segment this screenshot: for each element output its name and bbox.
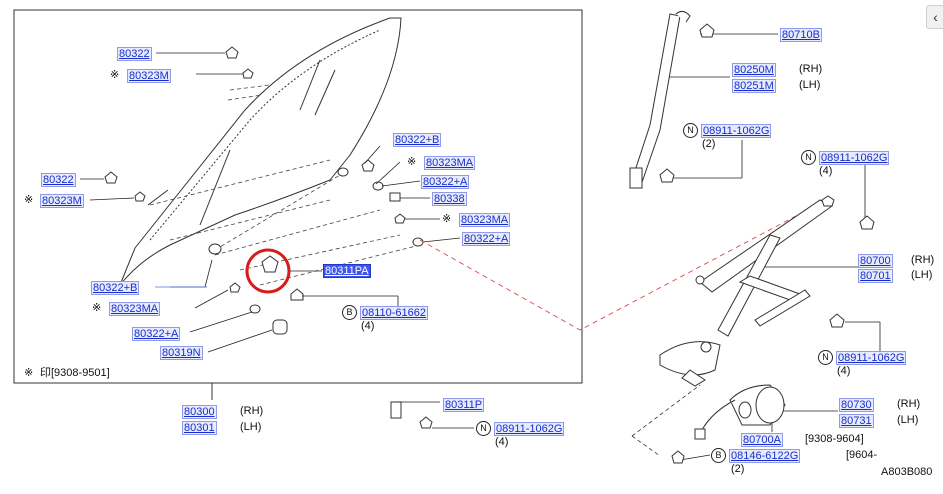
part-80322a-right[interactable]: 80322+A <box>421 175 470 189</box>
bolt-b-icon: B <box>711 448 726 463</box>
assembly-guidelines <box>149 84 421 286</box>
side-rh-label: (RH) <box>799 63 823 75</box>
star-marker: ※ <box>407 156 417 168</box>
connector-dashed-red <box>419 197 831 331</box>
nut-n-icon: N <box>476 421 491 436</box>
star-marker: ※ <box>24 194 34 206</box>
glass-run-channel <box>629 10 715 189</box>
part-80701[interactable]: 80701 <box>858 269 893 283</box>
side-rh-label: (RH) <box>240 405 264 417</box>
quantity-label: (4) <box>495 436 509 448</box>
part-80322-top[interactable]: 80322 <box>117 47 152 61</box>
clip-parts <box>104 46 433 429</box>
part-80300[interactable]: 80300 <box>182 405 217 419</box>
part-80323m-left[interactable]: 80323M <box>40 194 84 208</box>
star-marker: ※ <box>442 213 452 225</box>
part-08110-61662[interactable]: 08110-61662 <box>360 306 429 320</box>
part-08911-1062g-bottom[interactable]: 08911-1062G <box>494 422 565 436</box>
date-code-note: 印[9308-9501] <box>40 367 110 379</box>
side-lh-label: (LH) <box>897 414 919 426</box>
date-range-label: [9604- <box>846 449 878 461</box>
star-marker: ※ <box>24 367 34 379</box>
bolt-b-icon: B <box>342 305 357 320</box>
part-80322-left[interactable]: 80322 <box>41 173 76 187</box>
part-80250m[interactable]: 80250M <box>732 63 776 77</box>
star-marker: ※ <box>110 69 120 81</box>
quantity-label: (4) <box>819 165 833 177</box>
diagram-id: A803B080 <box>881 466 933 478</box>
part-08911-1062g-b[interactable]: 08911-1062G <box>819 151 890 165</box>
part-08911-1062g-c[interactable]: 08911-1062G <box>836 351 907 365</box>
part-80319n[interactable]: 80319N <box>160 346 203 360</box>
nut-n-icon: N <box>683 123 698 138</box>
part-80322a-bottom[interactable]: 80322+A <box>132 327 181 341</box>
part-80731[interactable]: 80731 <box>839 414 874 428</box>
nut-n-icon: N <box>818 350 833 365</box>
part-80338[interactable]: 80338 <box>432 192 467 206</box>
part-80301[interactable]: 80301 <box>182 421 217 435</box>
nut-n-icon: N <box>801 150 816 165</box>
side-lh-label: (LH) <box>240 421 262 433</box>
part-80311p[interactable]: 80311P <box>443 398 485 412</box>
date-range-label: [9308-9604] <box>805 433 864 445</box>
quantity-label: (4) <box>837 365 851 377</box>
quantity-label: (2) <box>731 463 745 475</box>
part-08911-1062g-a[interactable]: 08911-1062G <box>701 124 772 138</box>
part-80322a-right2[interactable]: 80322+A <box>462 232 511 246</box>
part-80322b-bottom[interactable]: 80322+B <box>91 281 140 295</box>
window-glass-frame <box>13 9 583 384</box>
part-80323ma-bottom[interactable]: 80323MA <box>109 302 161 316</box>
back-arrow-icon[interactable]: ‹ <box>926 5 943 29</box>
part-80323ma-right2[interactable]: 80323MA <box>459 213 511 227</box>
part-80700[interactable]: 80700 <box>858 254 893 268</box>
part-80700a[interactable]: 80700A <box>741 433 783 447</box>
window-regulator <box>659 195 875 387</box>
part-08146-6122g[interactable]: 08146-6122G <box>729 449 801 463</box>
part-80730[interactable]: 80730 <box>839 398 874 412</box>
quantity-label: (4) <box>361 320 375 332</box>
part-80323ma-right[interactable]: 80323MA <box>424 156 476 170</box>
side-lh-label: (LH) <box>799 79 821 91</box>
star-marker: ※ <box>92 302 102 314</box>
part-80311pa[interactable]: 80311PA <box>323 264 371 278</box>
part-80251m[interactable]: 80251M <box>732 79 776 93</box>
part-80322b-right[interactable]: 80322+B <box>393 133 442 147</box>
highlight-circle <box>245 248 291 294</box>
quantity-label: (2) <box>702 138 716 150</box>
part-80710b[interactable]: 80710B <box>780 28 822 42</box>
window-glass <box>119 17 402 286</box>
side-rh-label: (RH) <box>911 254 935 266</box>
side-rh-label: (RH) <box>897 398 921 410</box>
part-80323m-top[interactable]: 80323M <box>127 69 171 83</box>
side-lh-label: (LH) <box>911 269 933 281</box>
regulator-motor <box>671 384 786 464</box>
leader-lines <box>80 33 881 461</box>
